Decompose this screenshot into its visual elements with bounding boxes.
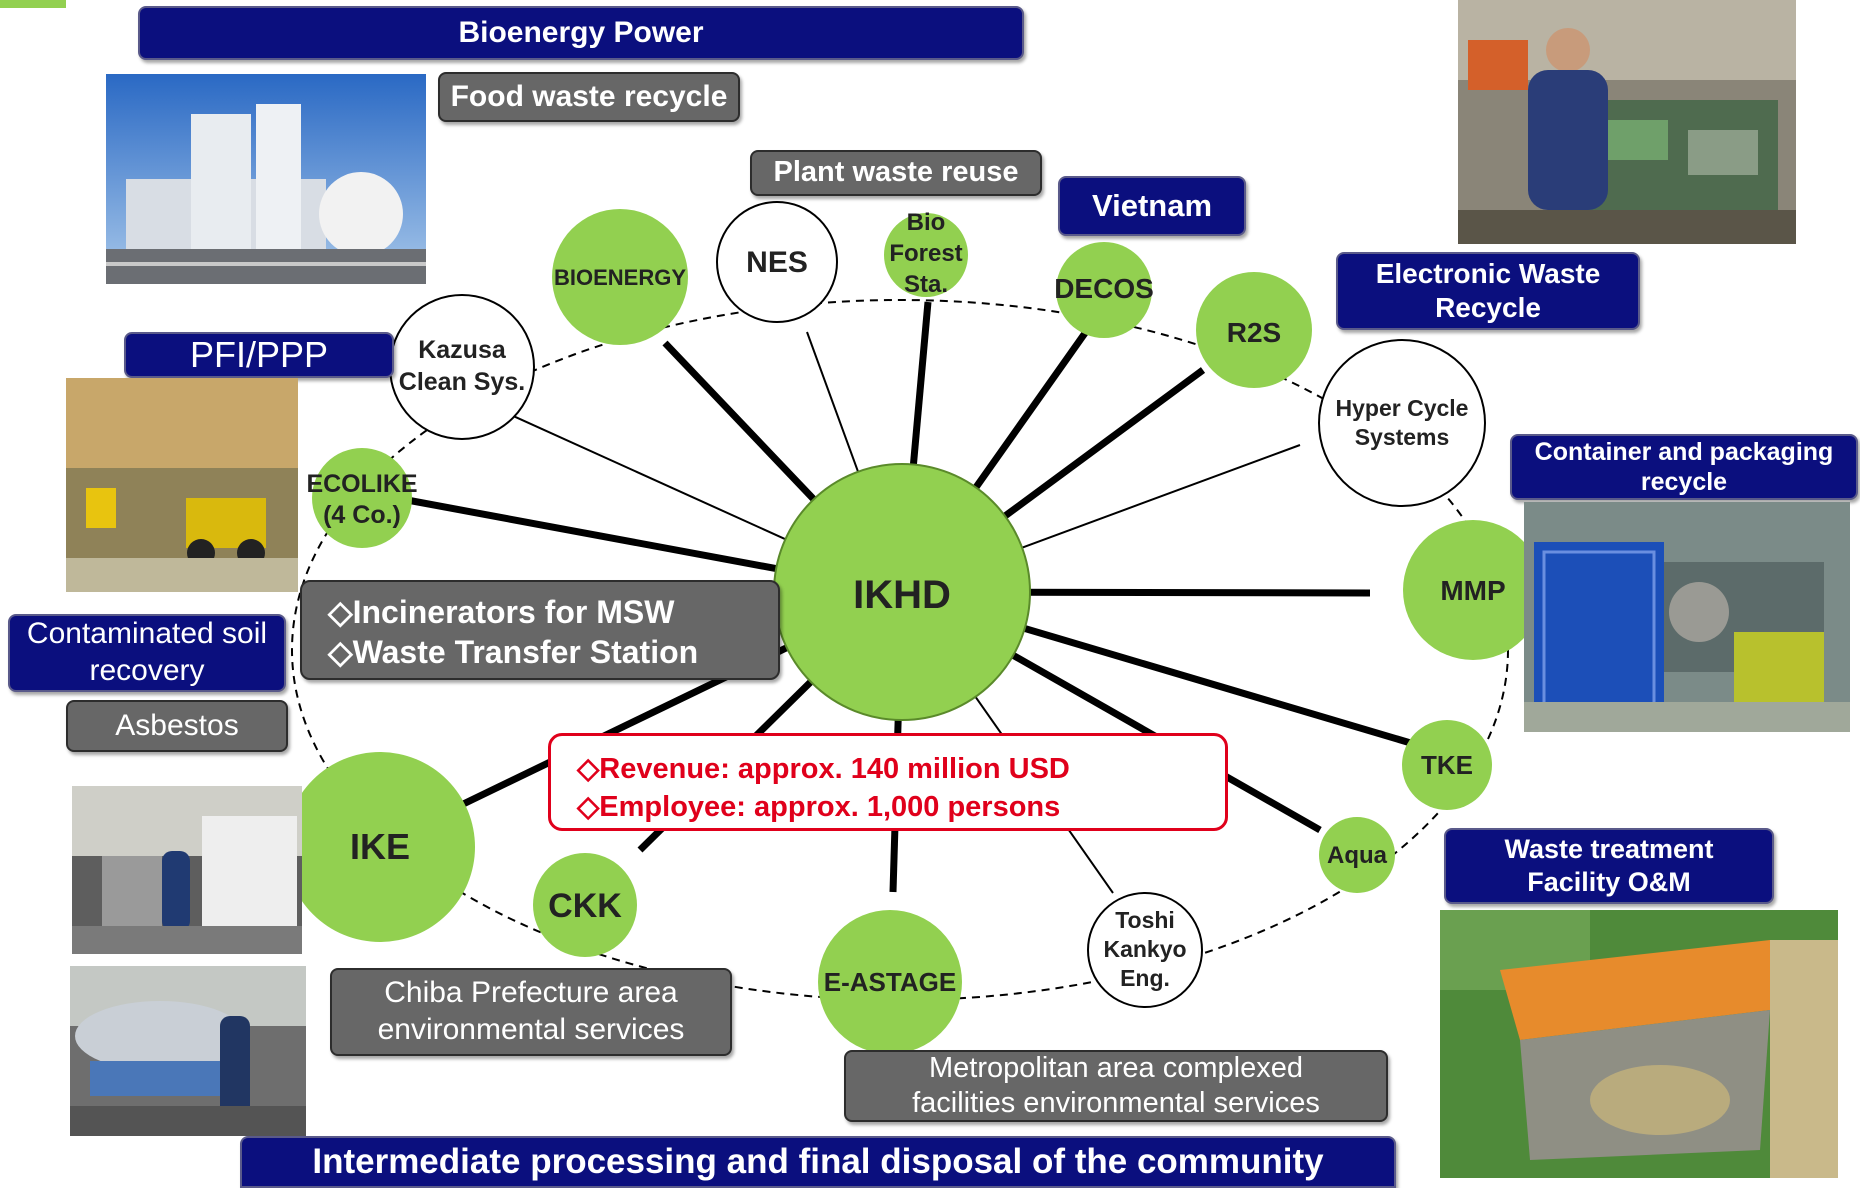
employee-text: ◇Employee: approx. 1,000 persons [577, 791, 1061, 823]
intermediate-processing-header: Intermediate processing and final dispos… [240, 1136, 1396, 1188]
msw-line-transfer: ◇Waste Transfer Station [328, 634, 699, 670]
msw-line-incinerators: ◇Incinerators for MSW [328, 594, 675, 630]
ike-label: IKE [350, 826, 410, 867]
node-aqua [1319, 817, 1395, 893]
mmp-label: MMP [1440, 575, 1505, 606]
packaging-machine-photo [1524, 502, 1850, 732]
r2s-label: R2S [1227, 317, 1281, 348]
contaminated-soil-header: Contaminated soil recovery [8, 614, 286, 692]
vacuum-truck-photo [70, 966, 306, 1136]
company-info-box: ◇Revenue: approx. 140 million USD ◇Emplo… [548, 733, 1228, 831]
node-nes [716, 201, 838, 323]
node-decos [1056, 242, 1152, 338]
label-line: Bio [907, 209, 946, 236]
revenue-text: ◇Revenue: approx. 140 million USD [577, 753, 1070, 785]
asbestos-label: Asbestos [66, 700, 288, 752]
label-line: Eng. [1120, 965, 1170, 991]
label-line: Clean Sys. [399, 368, 525, 396]
decos-label: DECOS [1054, 273, 1154, 304]
node-mmp [1403, 520, 1543, 660]
ckk-label: CKK [548, 887, 622, 925]
bioenergy-plant-photo [106, 74, 426, 284]
label-line: Systems [1355, 424, 1450, 450]
bioenergy-label: BIOENERGY [554, 265, 686, 290]
node-bioenergy [552, 209, 688, 345]
ikhd-label: IKHD [853, 573, 951, 617]
node-ecolike [312, 448, 412, 548]
electronic-recycling-photo [1458, 0, 1796, 244]
nes-label: NES [746, 246, 808, 279]
node-r2s [1196, 272, 1312, 388]
label-line: Toshi [1115, 907, 1175, 933]
aqua-label: Aqua [1327, 842, 1388, 869]
node-bio-forest [884, 213, 968, 297]
garbage-truck-photo [72, 786, 302, 954]
vietnam-header: Vietnam [1058, 176, 1246, 236]
label-line: Forest [889, 240, 962, 267]
node-kazusa [389, 294, 535, 440]
corner-accent [0, 0, 66, 8]
node-ike [285, 752, 475, 942]
pfi-ppp-header: PFI/PPP [124, 332, 394, 378]
label-line: Hyper Cycle [1336, 395, 1469, 421]
label-line: Kankyo [1103, 936, 1186, 962]
landfill-aerial-photo [1440, 910, 1838, 1178]
label-line: Kazusa [418, 336, 507, 364]
msw-box: ◇Incinerators for MSW ◇Waste Transfer St… [300, 580, 780, 680]
container-packaging-header: Container and packaging recycle [1510, 434, 1858, 500]
label-line: Sta. [904, 271, 948, 298]
node-tke [1402, 720, 1492, 810]
food-waste-recycle-label: Food waste recycle [438, 72, 740, 122]
electronic-waste-header: Electronic Waste Recycle [1336, 252, 1640, 330]
label-line: ECOLIKE [306, 470, 417, 498]
node-toshi [1087, 892, 1203, 1008]
node-hyper-cycle [1318, 339, 1486, 507]
node-ckk [533, 853, 637, 957]
plant-waste-reuse-label: Plant waste reuse [750, 150, 1042, 196]
waste-treatment-header: Waste treatment Facility O&M [1444, 828, 1774, 904]
chiba-services-label: Chiba Prefecture area environmental serv… [330, 968, 732, 1056]
pfi-facility-photo [66, 378, 298, 592]
ecolike-label: ECOLIKE (4 Co.) [306, 470, 417, 529]
metropolitan-services-label: Metropolitan area complexed facilities e… [844, 1050, 1388, 1122]
nodes [285, 201, 1543, 1054]
tke-label: TKE [1421, 750, 1473, 780]
bioenergy-power-header: Bioenergy Power [138, 6, 1024, 60]
node-e-astage [818, 910, 962, 1054]
e-astage-label: E-ASTAGE [824, 967, 956, 997]
label-line: (4 Co.) [323, 501, 401, 529]
